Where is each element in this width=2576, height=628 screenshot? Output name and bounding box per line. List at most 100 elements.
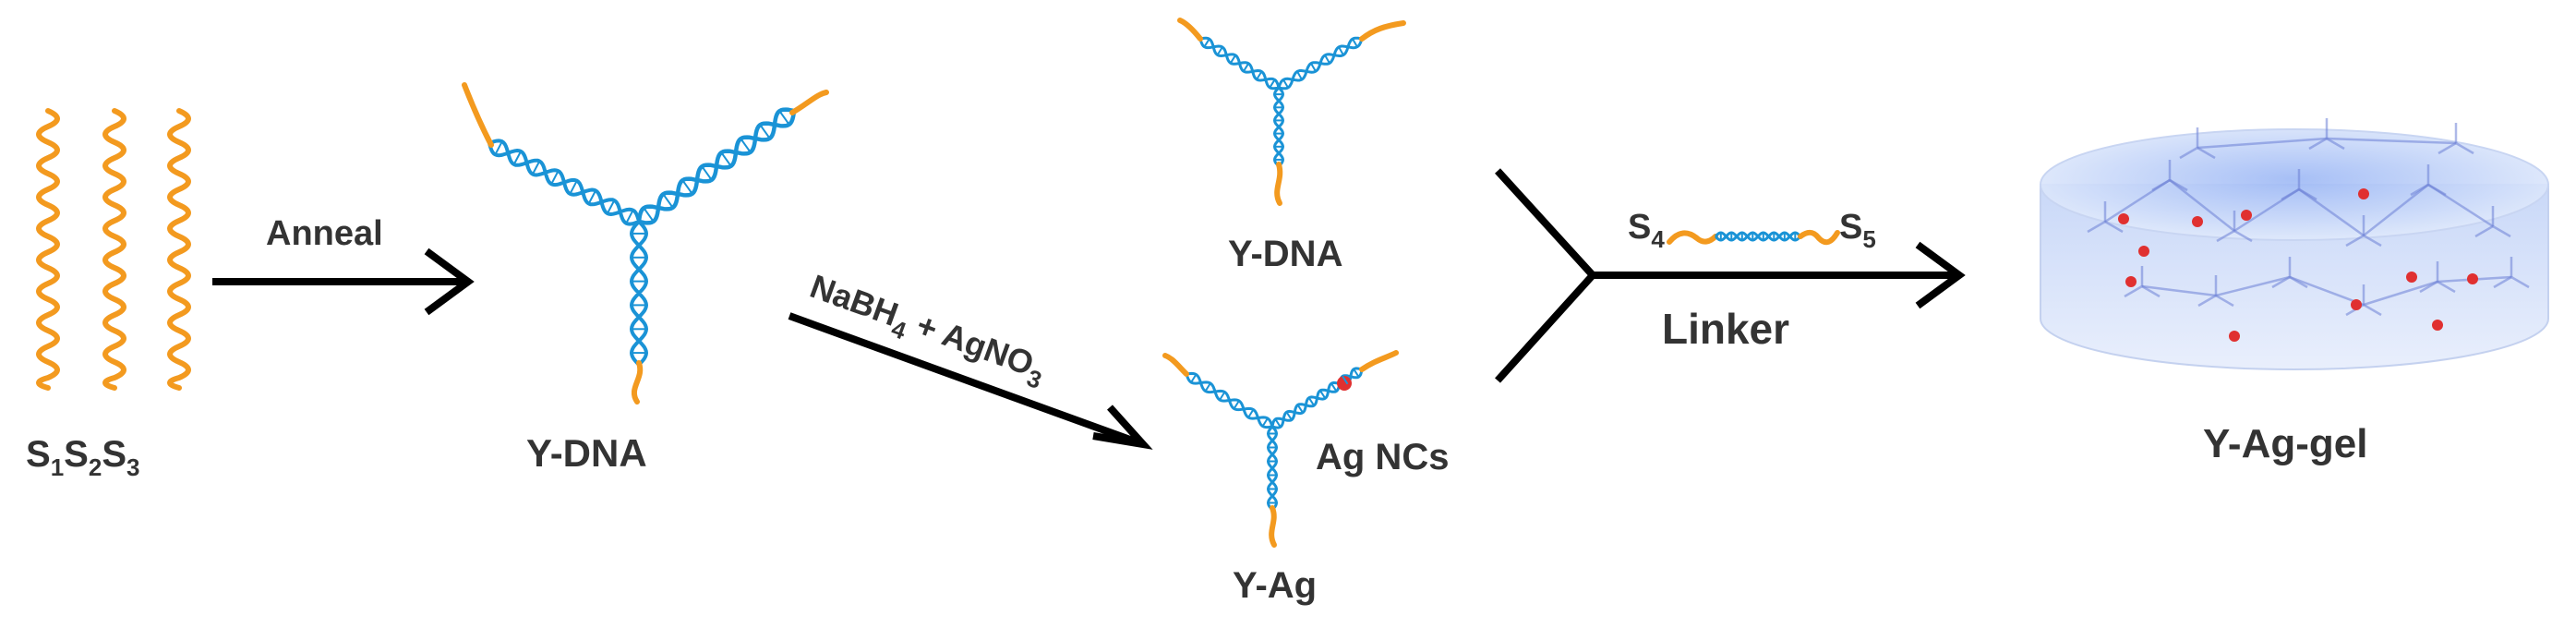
base-pair-rung	[1352, 38, 1358, 48]
base-pair-rung	[1233, 400, 1240, 410]
base-pair-rung	[512, 151, 522, 165]
linker-strand	[1667, 229, 1840, 246]
yag-label: Y-Ag	[1233, 565, 1317, 606]
base-pair-rung	[494, 140, 503, 155]
ydna-main-tail-left	[462, 82, 494, 148]
linker-duplex	[1714, 231, 1802, 242]
strand-s1	[36, 108, 60, 391]
ydna-main-arm-right	[636, 107, 797, 225]
base-pair-rung	[1342, 375, 1349, 385]
base-pair-rung	[1319, 390, 1327, 399]
reduction-arrow	[788, 312, 1153, 450]
network-branch	[2197, 146, 2216, 160]
base-pair-rung	[550, 170, 560, 185]
strands-label: S1S2S3	[26, 434, 139, 481]
base-pair-rung	[532, 161, 541, 175]
base-pair-rung	[1285, 411, 1293, 421]
gel-nanocluster-dot	[2229, 331, 2240, 342]
base-pair-rung	[1219, 391, 1226, 401]
base-pair-rung	[1338, 46, 1344, 56]
ag-nanocluster-dot	[1337, 376, 1352, 391]
gel-nanocluster-dot	[2241, 210, 2252, 221]
base-pair-rung	[1330, 382, 1338, 392]
base-pair-rung	[587, 189, 596, 204]
base-pair-rung	[740, 138, 752, 153]
single-strands	[36, 108, 191, 391]
base-pair-rung	[1247, 408, 1255, 418]
base-pair-rung	[1310, 63, 1317, 72]
linker-arrow	[1495, 168, 1966, 383]
strand-s3	[167, 108, 191, 391]
base-pair-rung	[1296, 404, 1304, 414]
base-pair-rung	[1353, 368, 1360, 378]
gel-nanocluster-dot	[2192, 216, 2203, 227]
ydna-top-label: Y-DNA	[1228, 234, 1342, 274]
network-link	[2289, 275, 2365, 307]
network-branch	[2326, 137, 2345, 151]
gel-nanocluster-dot	[2138, 246, 2149, 257]
yag-tail-right	[1359, 350, 1399, 372]
ydna-main-arm-left	[488, 139, 641, 226]
gel-nanocluster-dot	[2467, 273, 2478, 284]
network-branch	[2437, 280, 2456, 294]
ydna-top-arm-right	[1277, 36, 1364, 91]
network-link	[2363, 280, 2438, 307]
network-link	[2233, 187, 2300, 233]
base-pair-rung	[1203, 38, 1210, 48]
base-pair-rung	[1269, 78, 1276, 89]
base-pair-rung	[778, 110, 790, 126]
base-pair-rung	[625, 210, 634, 224]
base-pair-rung	[569, 180, 578, 195]
anneal-label: Anneal	[266, 214, 383, 253]
ag-ncs-label: Ag NCs	[1316, 437, 1449, 477]
base-pair-rung	[1229, 54, 1236, 64]
base-pair-rung	[1190, 373, 1198, 383]
ydna-main-tail-right	[789, 90, 829, 115]
yag-tail-left	[1162, 353, 1189, 377]
base-pair-rung	[1261, 417, 1269, 428]
ydna-top-tail-left	[1177, 18, 1203, 42]
network-link	[2197, 137, 2328, 150]
network-branch	[2363, 234, 2382, 248]
base-pair-rung	[759, 124, 771, 139]
gel-top	[2040, 128, 2549, 241]
ydna-main-stem	[630, 220, 648, 367]
network-link	[2215, 275, 2291, 297]
hydrogel	[2040, 118, 2549, 370]
gel-nanocluster-dot	[2432, 320, 2443, 331]
ydna-top-arm-left	[1198, 36, 1281, 91]
network-branch	[2438, 141, 2457, 155]
network-link	[2169, 179, 2235, 232]
gel-nanocluster-dot	[2125, 276, 2137, 287]
ydna-main-tail-stem	[631, 360, 644, 405]
ydna-main-label: Y-DNA	[526, 431, 647, 475]
base-pair-rung	[681, 179, 693, 195]
yag-arm-left	[1185, 371, 1274, 429]
base-pair-rung	[1274, 418, 1282, 428]
network-branch	[2197, 294, 2217, 308]
network-link	[2104, 178, 2171, 223]
ydna-main	[462, 82, 829, 405]
base-pair-rung	[720, 151, 732, 167]
network-branch	[2455, 141, 2474, 155]
gel-nanoclusters	[2118, 188, 2478, 342]
base-pair-rung	[1256, 70, 1263, 80]
base-pair-rung	[701, 165, 713, 181]
network-branch	[2179, 146, 2198, 160]
network-branch	[2233, 229, 2253, 243]
network-branch	[2345, 234, 2365, 248]
base-pair-rung	[1296, 70, 1303, 80]
network-branch	[2087, 220, 2106, 234]
network-link	[2326, 137, 2457, 145]
base-pair-rung	[607, 199, 616, 214]
network-link	[2427, 183, 2494, 228]
base-pair-rung	[1282, 78, 1289, 89]
linker-label: Linker	[1662, 305, 1789, 353]
base-pair-rung	[1243, 63, 1250, 72]
yag-tail-stem	[1269, 505, 1277, 548]
gel-nanocluster-dot	[2351, 299, 2362, 310]
ydna-top	[1177, 18, 1406, 206]
network-branch	[2141, 284, 2161, 298]
linker-end-right: S5	[1839, 208, 1876, 253]
